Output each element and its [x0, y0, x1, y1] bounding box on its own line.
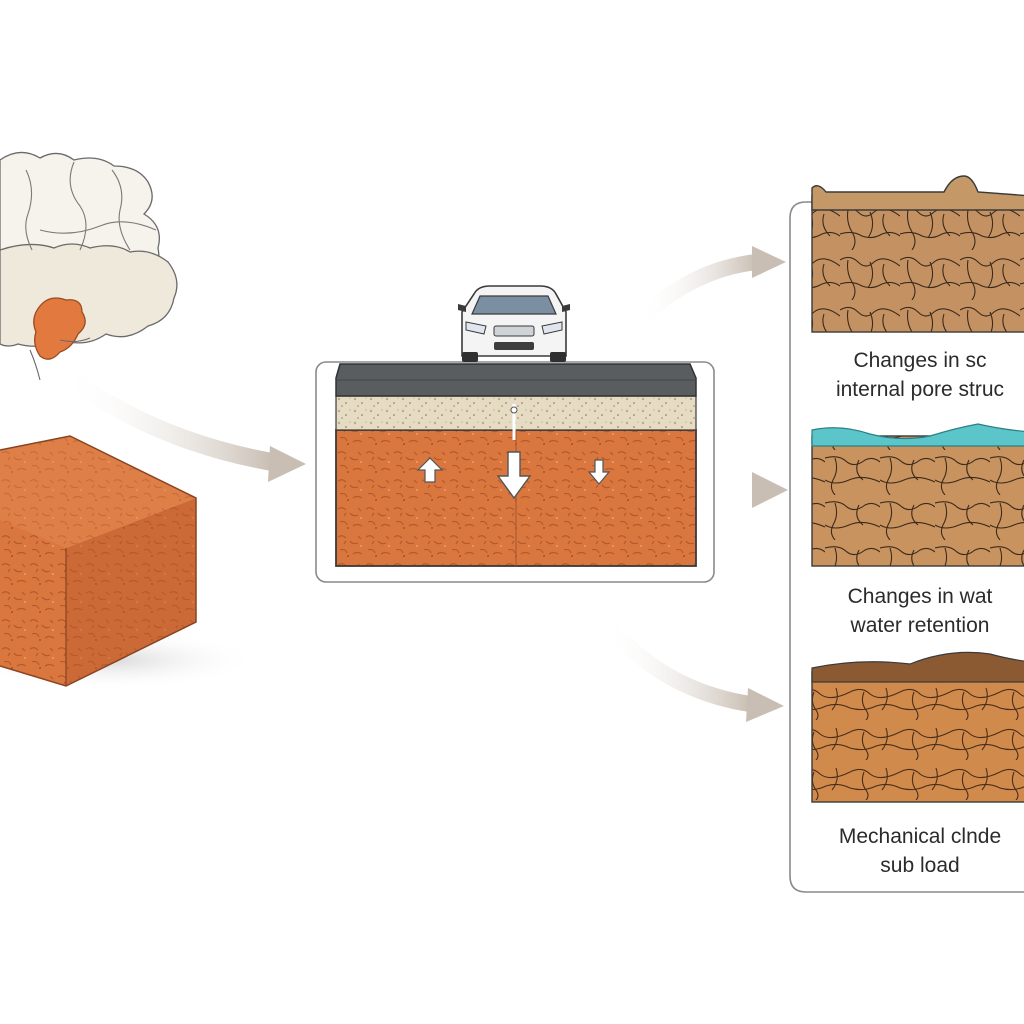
region-map-icon [0, 151, 178, 381]
caption-water-retention: Changes in wat water retention [800, 582, 1024, 640]
curved-arrow-icon [53, 363, 306, 482]
caption-water-line2: water retention [850, 614, 990, 637]
caption-pore-line1: Changes in sc [853, 349, 987, 372]
soil-block-icon [0, 435, 260, 690]
curved-arrow-icon [632, 246, 786, 328]
caption-mechanical: Mechanical clnde sub load [800, 822, 1024, 880]
results-panel [789, 175, 1024, 893]
caption-water-line1: Changes in wat [847, 585, 993, 608]
caption-pore-line2: internal pore struc [835, 378, 1005, 401]
curved-arrow-icon [705, 472, 788, 508]
curved-arrow-icon [596, 612, 784, 722]
caption-pore-structure: Changes in sc internal pore struc [800, 346, 1024, 404]
caption-mechanical-line2: sub load [880, 854, 960, 877]
pore-structure-sample [811, 175, 1024, 333]
car-icon [458, 285, 570, 362]
mechanical-change-sample [811, 651, 1024, 803]
caption-mechanical-line1: Mechanical clnde [838, 825, 1002, 848]
water-retention-sample [811, 423, 1024, 567]
road-cross-section [315, 361, 715, 583]
